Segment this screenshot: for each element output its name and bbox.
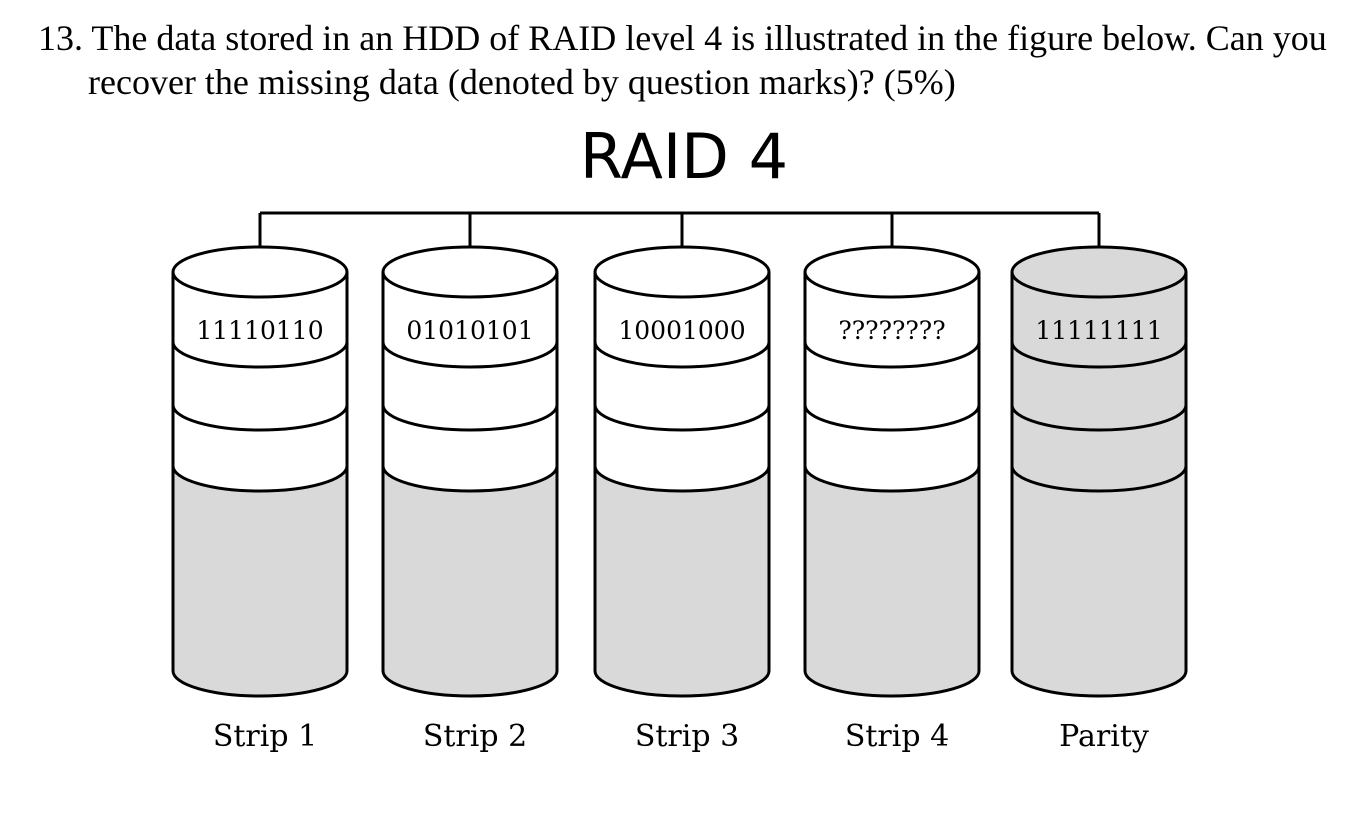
disk-bottom (381, 670, 559, 698)
disk-filled-area (805, 466, 979, 696)
disk-value: 11110110 (196, 316, 323, 345)
disk-filled-area (383, 466, 557, 696)
disk-band-separator (381, 465, 559, 493)
disk-band-area (383, 272, 557, 491)
disk-band-separator (171, 465, 349, 493)
disk-value: ???????? (838, 316, 945, 345)
disk-bottom (803, 670, 981, 698)
disk-band-separator (593, 465, 771, 493)
disk-top (381, 245, 559, 299)
disk-band-separator (1010, 341, 1188, 369)
disk-band-separator (803, 404, 981, 432)
disk-band-area (173, 272, 347, 491)
disk-label: Parity (1059, 719, 1149, 754)
question-line-2: recover the missing data (denoted by que… (88, 62, 956, 102)
disk-value: 11111111 (1035, 316, 1162, 345)
disk-filled-area (595, 466, 769, 696)
diagram-title: RAID 4 (580, 120, 788, 193)
disk-band-separator (593, 404, 771, 432)
disk-band-area (595, 272, 769, 491)
disk-top (803, 245, 981, 299)
disk-band-separator (1010, 465, 1188, 493)
disk-band-separator (171, 404, 349, 432)
disk-value: 01010101 (406, 316, 533, 345)
disk-band-separator (803, 465, 981, 493)
disk-label: Strip 4 (845, 719, 949, 754)
disk-band-separator (171, 341, 349, 369)
disk-bottom (171, 670, 349, 698)
question-text: 13. The data stored in an HDD of RAID le… (38, 16, 1338, 104)
disk-band-separator (803, 341, 981, 369)
disk-bottom (1010, 670, 1188, 698)
disk-band-area (805, 272, 979, 491)
disk-filled-area (173, 466, 347, 696)
disk-value: 10001000 (618, 316, 745, 345)
disk-bottom (593, 670, 771, 698)
disk-4: ???????? Strip 4 (803, 245, 981, 754)
disk-top (1010, 245, 1188, 299)
disk-band-separator (593, 341, 771, 369)
question-line-1: 13. The data stored in an HDD of RAID le… (38, 18, 1327, 58)
disk-band-area (1012, 272, 1186, 491)
disk-top (593, 245, 771, 299)
disk-label: Strip 2 (423, 719, 527, 754)
disk-filled-area (1012, 466, 1186, 696)
disk-top (171, 245, 349, 299)
disk-band-separator (381, 341, 559, 369)
disk-band-separator (381, 404, 559, 432)
disk-label: Strip 3 (635, 719, 739, 754)
disk-label: Strip 1 (213, 719, 317, 754)
disk-band-separator (1010, 404, 1188, 432)
